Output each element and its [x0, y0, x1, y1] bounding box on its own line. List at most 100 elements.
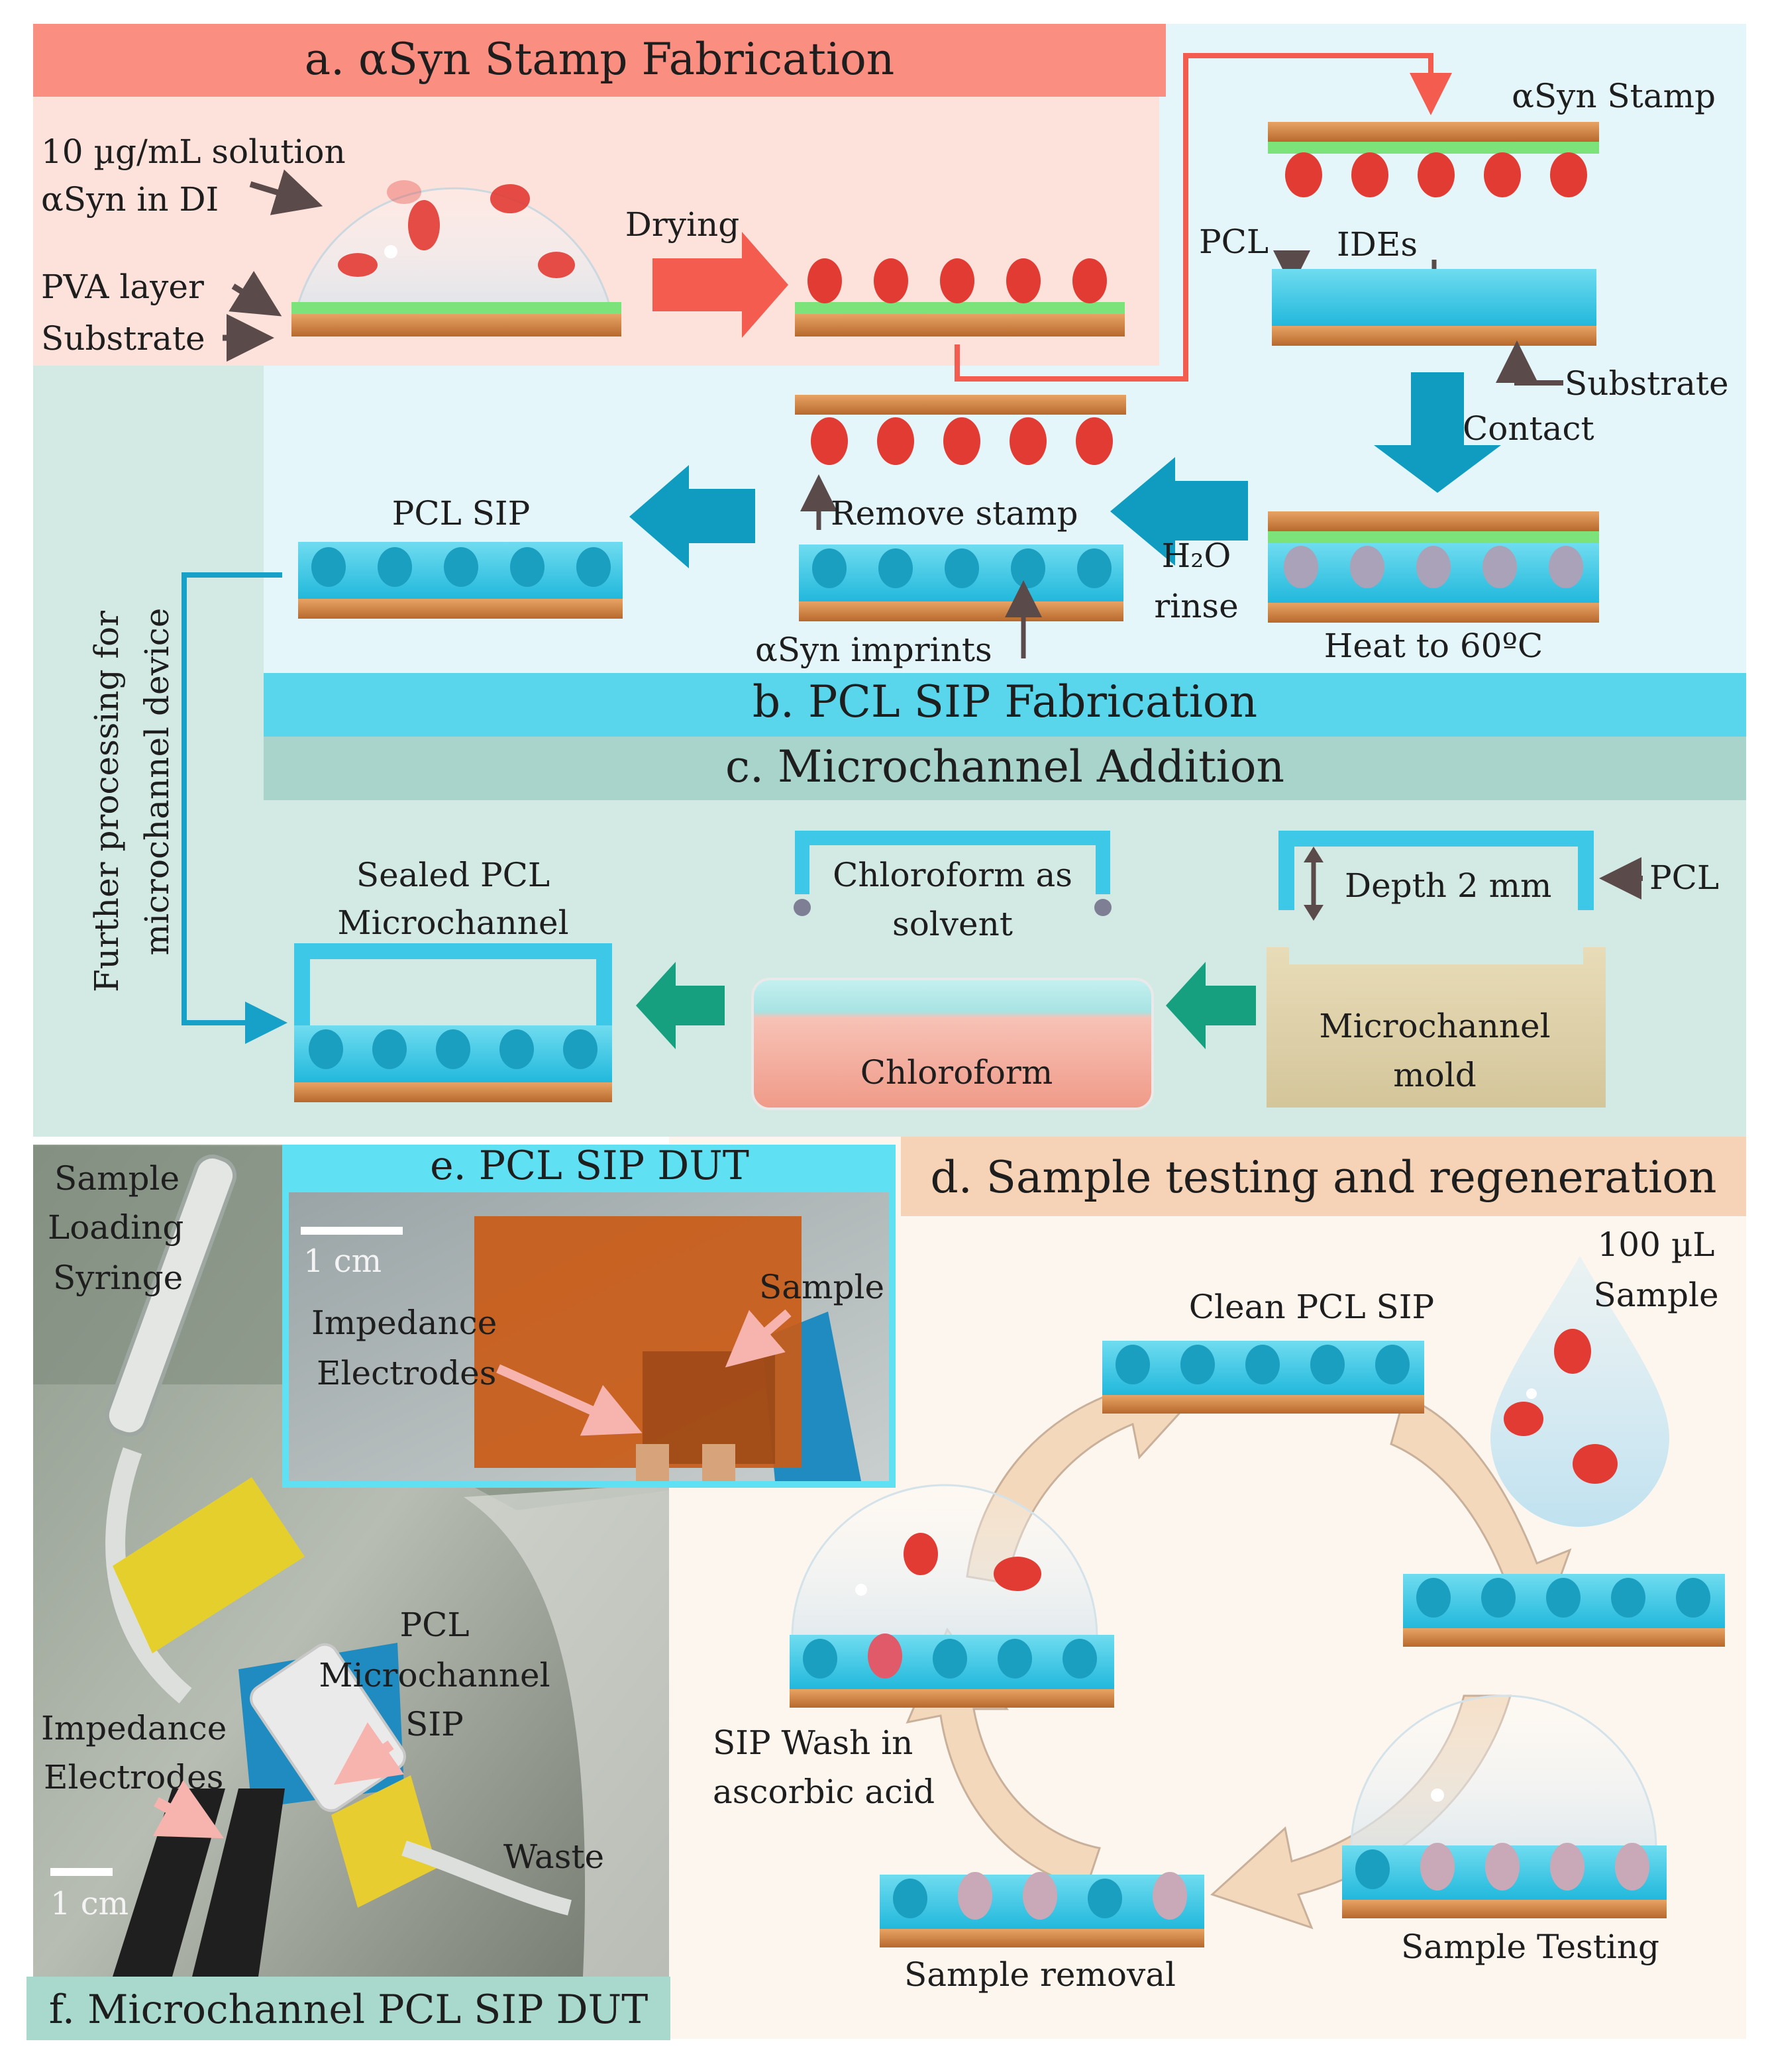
removed-stamp-substrate — [795, 395, 1126, 415]
solvent-label-line2: solvent — [892, 905, 1013, 943]
pcl-mold-cap-left — [1278, 831, 1294, 910]
sample-e-pointer-arrow — [725, 1309, 792, 1368]
sealed-cavities — [309, 1029, 597, 1069]
syringe-label-line1: Sample — [54, 1159, 180, 1198]
imprints-label: αSyn imprints — [755, 631, 992, 669]
contact-arrow — [1374, 372, 1501, 493]
contact-pad-right — [702, 1444, 735, 1481]
dried-proteins — [807, 258, 1107, 303]
stamp-pva — [1268, 142, 1599, 154]
sealed-cap-right — [596, 943, 612, 1029]
electrode-clip-right — [192, 1788, 285, 1977]
scale-bar-e — [301, 1227, 403, 1235]
substrate-b — [1272, 326, 1596, 346]
panel-a-title: a. αSyn Stamp Fabrication — [305, 34, 895, 85]
loaded-sip-substrate — [1403, 1628, 1725, 1647]
ides-label: IDEs — [1337, 225, 1418, 264]
rinse-label-line1: H₂O — [1162, 537, 1231, 575]
electrodes-e-label-line2: Electrodes — [317, 1354, 496, 1392]
solvent-to-seal-arrow — [636, 962, 725, 1049]
mold-label-line2: mold — [1393, 1056, 1477, 1094]
depth-label: Depth 2 mm — [1345, 866, 1551, 905]
mold-label-line1: Microchannel — [1319, 1007, 1550, 1045]
syringe-label-line2: Loading — [48, 1208, 183, 1247]
photo-f-glass — [464, 1484, 669, 1977]
waste-tubing — [401, 1840, 572, 1916]
further-processing-connector — [182, 572, 287, 1044]
solution-droplet — [296, 187, 611, 306]
electrodes-e-pointer-arrow — [496, 1364, 643, 1436]
pcl-film-b — [1272, 269, 1596, 326]
sample-testing-label: Sample Testing — [1401, 1928, 1659, 1966]
stamp-substrate — [1268, 122, 1599, 142]
sip-ready-arrow — [629, 465, 755, 568]
panel-f-title: f. Microchannel PCL SIP DUT — [49, 1987, 648, 2033]
removal-sip-substrate — [880, 1929, 1204, 1947]
sample-volume-label-line2: Sample — [1593, 1276, 1718, 1314]
panel-d-title: d. Sample testing and regeneration — [931, 1152, 1717, 1203]
sealed-label-line2: Microchannel — [337, 904, 568, 942]
clean-sip-label: Clean PCL SIP — [1189, 1288, 1434, 1326]
stamp-label: αSyn Stamp — [1512, 77, 1716, 115]
solvent-cap — [795, 831, 1110, 845]
panel-b-header — [264, 673, 1746, 737]
heat-proteins — [1284, 546, 1583, 588]
pva-layer-a — [291, 302, 621, 314]
panel-e-title: e. PCL SIP DUT — [430, 1143, 749, 1189]
remove-stamp-label: Remove stamp — [831, 494, 1078, 533]
imprint-cavities — [812, 548, 1112, 588]
depth-indicator-top — [1304, 847, 1324, 862]
sealed-cap-top — [294, 943, 612, 959]
rinse-label-line2: rinse — [1154, 587, 1238, 625]
panel-a-header — [33, 24, 1166, 97]
tape-top — [113, 1477, 305, 1653]
sealed-label-line1: Sealed PCL — [356, 856, 550, 894]
contact-pad-left — [636, 1444, 669, 1481]
drying-label: Drying — [625, 205, 739, 244]
pcl-label-c: PCL — [1649, 858, 1719, 897]
solvent-label-line1: Chloroform as — [833, 856, 1072, 894]
wash-sip-substrate — [790, 1689, 1114, 1708]
sealed-cap-left — [294, 943, 310, 1029]
dome-proteins — [338, 180, 575, 278]
contact-label: Contact — [1463, 409, 1594, 448]
side-label-line1: Further processing for — [87, 611, 126, 992]
wash-label-line1: SIP Wash in — [713, 1724, 913, 1762]
removal-proteins — [893, 1872, 1187, 1920]
loading-syringe — [105, 1154, 237, 1437]
substrate-a — [291, 314, 621, 337]
panel-c-title: c. Microchannel Addition — [725, 741, 1284, 792]
pcl-sip-label: PCL SIP — [392, 494, 531, 533]
pcl-mold-cap — [1278, 831, 1594, 847]
scale-bar-f — [50, 1868, 113, 1876]
chloroform-dish — [751, 978, 1154, 1110]
sample-removal-label: Sample removal — [904, 1955, 1176, 1994]
testing-sip-substrate — [1342, 1900, 1667, 1918]
stamp-proteins — [1285, 152, 1587, 197]
solution-label-line1: 10 µg/mL solution — [41, 132, 346, 171]
stamp-transfer-connector — [955, 53, 1452, 382]
electrodes-f-label-line2: Electrodes — [44, 1758, 223, 1796]
substrate-label-a: Substrate — [41, 319, 205, 358]
side-label-line2: microchannel device — [138, 608, 176, 956]
waste-label: Waste — [503, 1838, 604, 1876]
wash-label-line2: ascorbic acid — [713, 1773, 935, 1811]
pcl-mold-cap-right — [1578, 831, 1594, 910]
scale-label-f: 1 cm — [50, 1885, 129, 1922]
pcl-sip-cavities — [311, 547, 611, 587]
imprinted-substrate — [799, 601, 1123, 621]
substrate-dried — [795, 314, 1125, 337]
substrate-label-b: Substrate — [1565, 364, 1729, 403]
pva-layer-dried — [795, 302, 1125, 314]
heat-label: Heat to 60ºC — [1324, 627, 1543, 665]
rinse-arrow — [1110, 457, 1248, 566]
heat-stamp-pva — [1268, 531, 1599, 543]
loaded-sip-cavities — [1416, 1578, 1710, 1618]
testing-droplet — [1350, 1694, 1657, 1849]
sealed-substrate — [294, 1082, 612, 1102]
channel-label-line3: SIP — [405, 1705, 464, 1743]
pva-layer-label: PVA layer — [41, 268, 204, 306]
solvent-cap-left — [795, 831, 809, 894]
mold-to-solvent-arrow — [1166, 962, 1256, 1049]
